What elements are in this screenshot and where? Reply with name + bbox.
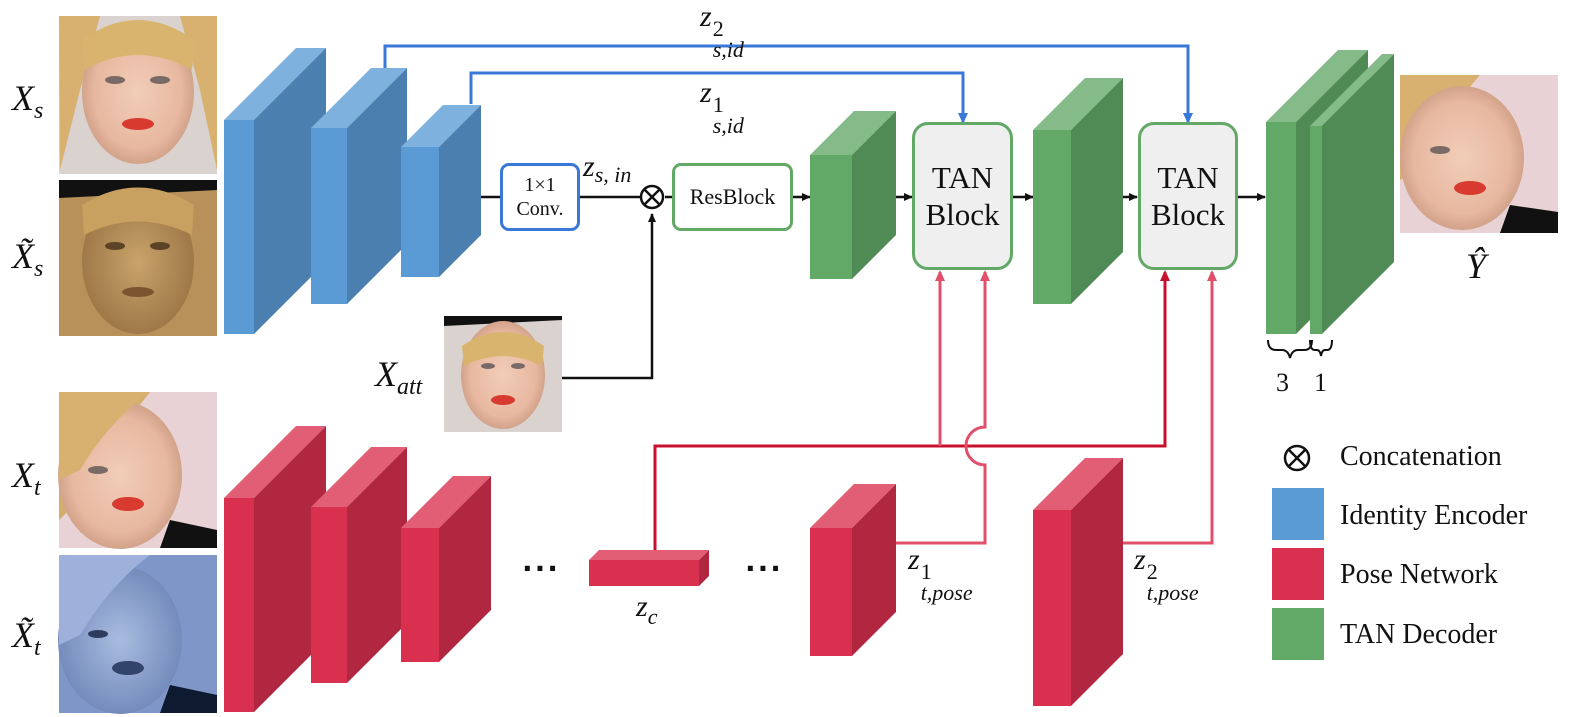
label-z-s-in: zs, in (583, 150, 632, 187)
legend-label-tan-decoder: TAN Decoder (1340, 619, 1498, 650)
encoder-layer-1 (224, 48, 326, 334)
legend-label-identity-encoder: Identity Encoder (1340, 500, 1528, 531)
decoder-layer-2 (1033, 78, 1123, 304)
label-x-s: Xs (12, 78, 44, 124)
tan-block-1: TAN Block (912, 122, 1013, 270)
pose-line-z-t-pose-2 (1115, 270, 1217, 545)
blocks-layer (224, 48, 1394, 712)
encoder-layer-3 (401, 105, 481, 277)
image-x-att (444, 316, 562, 432)
brace-3 (1267, 339, 1313, 359)
conv-1x1-box: 1×1 Conv. (500, 163, 580, 231)
image-x-s-tilde (59, 180, 217, 336)
label-y-hat: Ŷ (1466, 246, 1487, 286)
legend-decoder-swatch (1272, 608, 1324, 660)
image-y-hat (1400, 75, 1558, 233)
pose-layer-3 (401, 476, 491, 662)
pose-latent-z-c (589, 550, 709, 586)
legend-encoder-swatch (1272, 488, 1324, 540)
skip-line-z-s-id-2 (383, 44, 1193, 124)
image-x-t-tilde (58, 555, 217, 714)
decoder-layer-1 (810, 111, 896, 279)
label-x-s-tilde: X̃s (12, 236, 44, 282)
tan-block-1-line2: Block (925, 197, 1000, 232)
pose-layer-2 (311, 447, 407, 683)
skip-line-z-s-id-1 (469, 71, 968, 124)
ellipsis-1: ··· (522, 552, 560, 585)
pose-layer-z-t-pose-1 (810, 484, 896, 656)
label-x-t-tilde: X̃t (12, 615, 41, 661)
conv-line2: Conv. (516, 198, 564, 220)
image-x-s (59, 16, 217, 174)
brace-1 (1309, 339, 1333, 357)
concat-icon (639, 184, 665, 210)
resblock-box: ResBlock (672, 163, 793, 231)
conv-line1: 1×1 (524, 174, 556, 196)
pose-layer-1 (224, 426, 326, 712)
channel-count-1: 1 (1314, 368, 1327, 397)
pose-line-z-c (653, 270, 1170, 550)
label-x-t: Xt (12, 455, 41, 501)
pose-layer-z-t-pose-2 (1033, 458, 1123, 706)
legend-concat-icon (1283, 444, 1311, 472)
resblock-label: ResBlock (689, 184, 776, 209)
tan-block-2-line1: TAN (1157, 159, 1219, 195)
image-x-t (58, 392, 217, 549)
encoder-layer-2 (311, 68, 407, 304)
label-x-att: Xatt (375, 354, 423, 400)
legend-label-concatenation: Concatenation (1340, 441, 1502, 472)
tan-block-1-line1: TAN (931, 159, 994, 195)
pose-line-z-t-pose-1 (895, 270, 990, 545)
legend-label-pose-network: Pose Network (1340, 559, 1498, 590)
legend-pose-swatch (1272, 548, 1324, 600)
tan-block-2: TAN Block (1138, 122, 1238, 270)
ellipsis-2: ··· (745, 552, 783, 585)
decoder-output-1 (1310, 54, 1394, 334)
label-z-c: zc (636, 590, 658, 629)
tan-block-2-line2: Block (1150, 197, 1226, 232)
flow-line-x-att-concat (562, 213, 656, 380)
channel-count-3: 3 (1276, 368, 1289, 397)
